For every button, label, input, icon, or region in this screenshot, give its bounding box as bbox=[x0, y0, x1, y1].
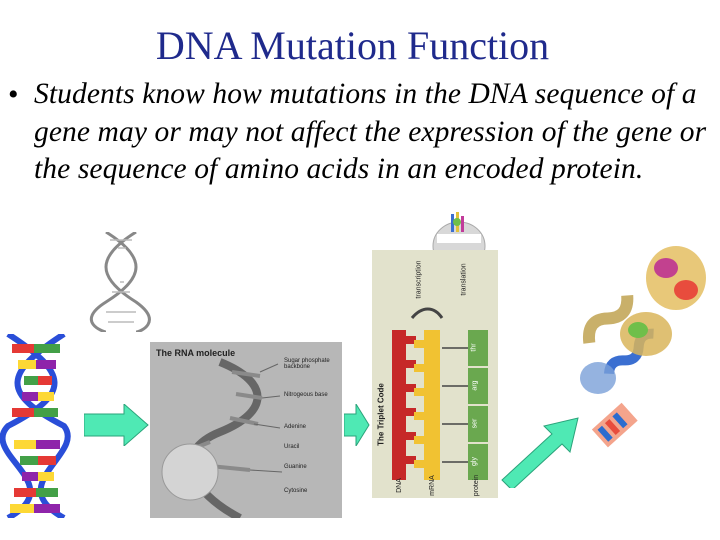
rna-label-cytosine: Cytosine bbox=[284, 488, 308, 494]
label-protein: protein bbox=[473, 474, 481, 497]
rna-label-uracil: Uracil bbox=[284, 444, 300, 450]
bullet-text: Students know how mutations in the DNA s… bbox=[34, 78, 707, 185]
arrow-right-icon bbox=[344, 404, 370, 446]
amino-acid-arg: arg bbox=[471, 380, 479, 391]
amino-acid-gly: gly bbox=[470, 457, 478, 466]
protein-folding-illustration bbox=[580, 246, 706, 448]
arrow-right-icon bbox=[84, 404, 149, 446]
slide-title: DNA Mutation Function bbox=[155, 23, 550, 68]
bullet-point: • Students know how mutations in the DNA… bbox=[8, 76, 713, 189]
label-mrna: mRNA bbox=[428, 475, 436, 496]
code-panel-side-title: The Triplet Code bbox=[376, 383, 386, 446]
arrow-up-right-icon bbox=[501, 417, 579, 488]
bullet-dot-icon: • bbox=[8, 78, 19, 111]
dna-ladder-colorful-illustration bbox=[0, 334, 71, 518]
amino-acid-ser: ser bbox=[471, 418, 479, 429]
rna-label-base: Nitrogeous base bbox=[284, 392, 328, 398]
dna-helix-grey-illustration bbox=[89, 232, 151, 332]
label-translation: translation bbox=[460, 263, 468, 296]
label-transcription: transcription bbox=[415, 260, 423, 299]
triplet-code-panel: The Triplet Code transcription translati… bbox=[372, 250, 498, 498]
rna-molecule-panel: The RNA molecule Sugar phosphate backbon… bbox=[150, 342, 342, 518]
rna-label-backbone: Sugar phosphate backbone bbox=[284, 358, 330, 370]
rna-label-guanine: Guanine bbox=[284, 464, 307, 470]
label-dna: DNA bbox=[395, 478, 403, 493]
rna-panel-heading: The RNA molecule bbox=[156, 348, 236, 358]
amino-acid-thr: thr bbox=[470, 343, 478, 352]
rna-label-adenine: Adenine bbox=[284, 424, 307, 430]
